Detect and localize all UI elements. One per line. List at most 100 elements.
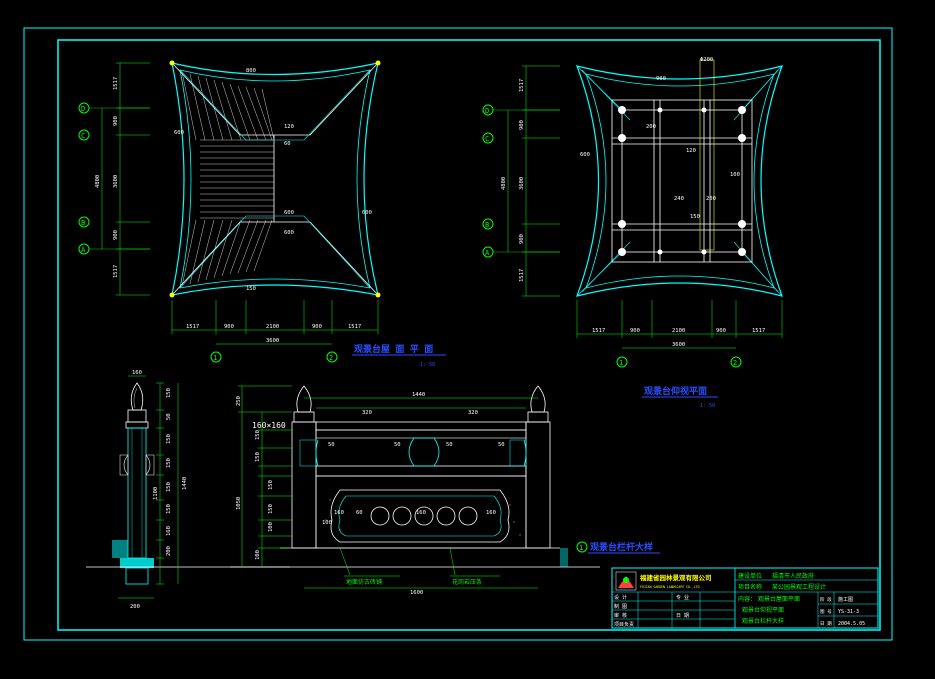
roof-mark-3: 150: [246, 286, 256, 292]
tb-content-1: 观景台仰视平面: [742, 606, 784, 614]
tb-content-2: 观景台栏杆大样: [742, 617, 784, 625]
rail-marker: 1: [579, 544, 583, 552]
tb-row-3: 项目负责: [614, 621, 634, 628]
tb-mid-1: 日 期: [676, 613, 689, 619]
roof-bottom-dim-3: 900: [312, 324, 322, 330]
rail-inner-5: 60: [356, 510, 363, 516]
column-bottom-total: 3600: [672, 342, 685, 348]
rail-side-dim-4: 150: [166, 458, 172, 468]
roof-mark-7: 600: [284, 230, 294, 236]
roof-left-dim-3: 900: [113, 230, 119, 240]
tb-project-label: 建设单位: [738, 572, 762, 580]
tb-row-0: 设 计: [614, 594, 627, 601]
column-mark-2: 200: [646, 124, 656, 130]
rail-inner-4: 160: [334, 510, 344, 516]
tb-meta-label-1: 图 号: [820, 609, 832, 615]
rail-inner-7: 160: [486, 510, 496, 516]
svg-text:1: 1: [213, 354, 217, 362]
roof-left-dim-0: 1517: [113, 77, 119, 90]
roof-bottom-dim-0: 1517: [186, 324, 199, 330]
roof-plan: 800 600 600 150 120 60 600 600 1517 900 …: [78, 60, 446, 368]
tb-content-label: 内容：: [738, 595, 756, 603]
rail-height-dim-6: 100: [255, 550, 261, 560]
svg-text:B: B: [81, 219, 85, 227]
column-mark-7: 150: [690, 214, 700, 220]
column-mark-6: 200: [706, 196, 716, 202]
inner-frame: [57, 39, 881, 631]
roof-left-dim-1: 900: [113, 116, 119, 126]
svg-text:C: C: [81, 132, 85, 140]
rail-note-1: 花岗岩压条: [452, 578, 482, 586]
rail-post-size: 160×160: [252, 421, 286, 430]
tb-row-1: 制 图: [614, 603, 627, 610]
roof-mark-4: 120: [284, 124, 294, 130]
roof-left-total: 4800: [95, 175, 101, 188]
rail-side-dim-7: 1100: [153, 487, 159, 500]
railing-title: 观景台栏杆大样: [590, 541, 653, 553]
svg-text:C: C: [485, 135, 489, 143]
column-bottom-dim-2: 2100: [672, 328, 685, 334]
roof-axes: D C B A 1 2: [78, 102, 338, 363]
company-name-en: FUJIAN GARDEN LANDSCAPE CO.,LTD: [640, 585, 700, 589]
column-left-dim-2: 3600: [519, 177, 525, 190]
rail-top-dim-0: 1440: [412, 392, 425, 398]
roof-plan-title: 观景台屋 面 平 面: [354, 343, 433, 355]
tb-meta-label-0: 阶 段: [820, 596, 832, 603]
rail-inner-2: 50: [446, 442, 453, 448]
rail-side-dim-11: 200: [130, 604, 140, 610]
column-left-dim-0: 1517: [519, 79, 525, 92]
rail-height-dim-4: 150: [268, 504, 274, 514]
tb-project-value: 福清市人民政府: [772, 572, 814, 580]
rail-side-dim-0: 160: [132, 370, 142, 376]
svg-text:A: A: [485, 249, 490, 257]
tb-meta-label-2: 日 期: [820, 621, 832, 627]
tb-content-0: 观景台屋面平面: [758, 595, 800, 603]
roof-bottom-dim-2: 2100: [266, 324, 279, 330]
title-block: 福建省园林景观有限公司 FUJIAN GARDEN LANDSCAPE CO.,…: [611, 567, 879, 629]
roof-mark-1: 600: [174, 130, 184, 136]
column-mark-3: 120: [686, 148, 696, 154]
column-bottom-dim-0: 1517: [592, 328, 605, 334]
column-plan: Φ200 900 600 200 120 100 240 200 150 151…: [482, 57, 783, 409]
roof-mark-6: 600: [284, 210, 294, 216]
svg-text:A: A: [81, 246, 86, 254]
rail-side-dim-1: 150: [166, 388, 172, 398]
rail-inner-8: 100: [322, 520, 332, 526]
column-left-dim-1: 900: [519, 120, 525, 130]
svg-text:2: 2: [733, 359, 737, 367]
column-mark-4: 100: [730, 172, 740, 178]
roof-left-dim-4: 1517: [113, 265, 119, 278]
roof-bottom-dim-4: 1517: [348, 324, 361, 330]
rail-height-dim-0: 250: [236, 396, 242, 406]
svg-text:D: D: [485, 107, 489, 115]
column-bottom-dim-4: 1517: [752, 328, 765, 334]
rail-inner-3: 50: [498, 442, 505, 448]
column-bottom-dim-1: 900: [630, 328, 640, 334]
company-name: 福建省园林景观有限公司: [639, 573, 712, 582]
roof-bottom-dim-1: 900: [224, 324, 234, 330]
column-left-dim-4: 1517: [519, 269, 525, 282]
rail-side-dim-9: 200: [166, 546, 172, 556]
railing-section: 160 150 50 150 150 150 150 1100 160 200 …: [86, 370, 660, 610]
tb-meta-value-1: YS-31-3: [838, 609, 859, 615]
rail-height-dim-7: 1050: [236, 497, 242, 510]
tb-item-value: 某公园景观工程设计: [772, 583, 826, 591]
rail-side-dim-10: 1440: [182, 477, 188, 490]
tb-meta-value-0: 施工图: [838, 596, 853, 603]
rail-inner-0: 50: [328, 442, 335, 448]
column-plan-scale: 1: 50: [700, 403, 715, 409]
rail-side-dim-6: 150: [166, 504, 172, 514]
column-bottom-dim-3: 900: [716, 328, 726, 334]
rail-side-dim-5: 150: [166, 482, 172, 492]
rail-height-dim-3: 150: [268, 480, 274, 490]
svg-text:2: 2: [329, 354, 333, 362]
outer-frame: [23, 27, 893, 641]
rail-height-dim-2: 150: [255, 452, 261, 462]
column-mark-1: 600: [580, 152, 590, 158]
roof-mark-2: 600: [362, 210, 372, 216]
rail-bottom-total: 1600: [410, 590, 423, 596]
svg-text:1: 1: [619, 359, 623, 367]
column-left-dim-3: 900: [519, 234, 525, 244]
